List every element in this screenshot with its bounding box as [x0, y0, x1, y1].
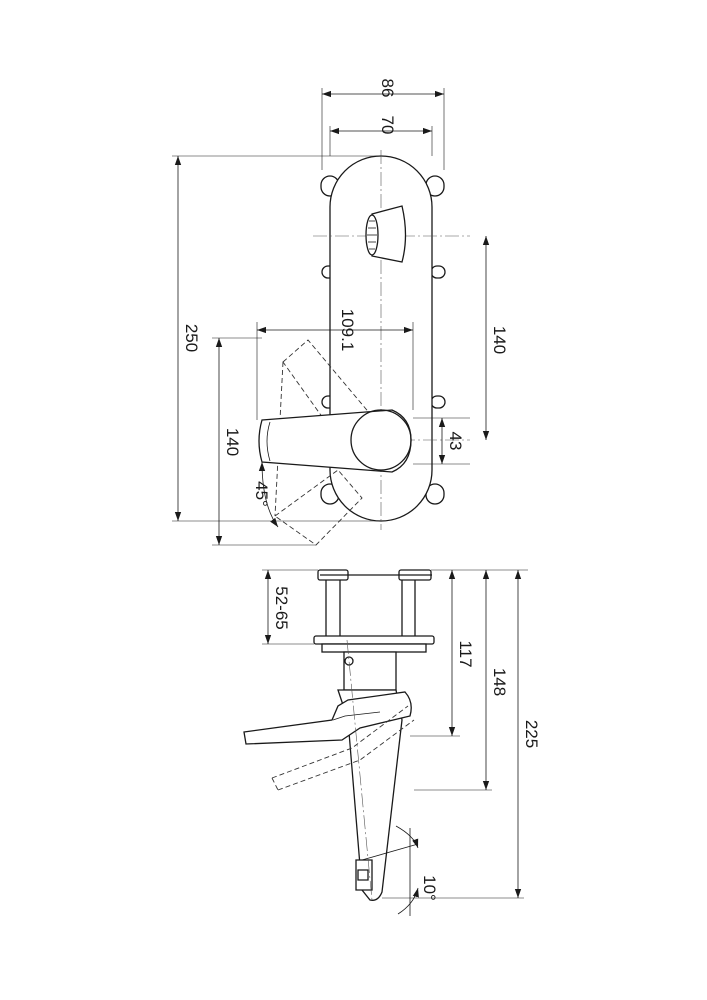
dimension-labels: 86 70 250 109.1 140 140 43 45° 52-65 117… [182, 79, 541, 901]
dim-label-225: 225 [522, 720, 541, 748]
angle-10 [361, 825, 419, 916]
dim-label-109: 109.1 [338, 309, 357, 352]
dim-arc-45 [258, 461, 279, 528]
top-view [172, 88, 490, 546]
dim-label-140-left: 140 [223, 428, 242, 456]
lever-side-rotated [271, 705, 415, 791]
dim-label-117: 117 [456, 640, 475, 667]
dim-label-70: 70 [378, 116, 397, 135]
dim-label-45: 45° [252, 481, 271, 507]
dim-label-148: 148 [490, 668, 509, 696]
dim-label-250: 250 [182, 324, 201, 352]
side-view [243, 569, 528, 916]
lever [258, 409, 412, 473]
spout-outlet [365, 205, 407, 263]
dim-label-140-right: 140 [490, 326, 509, 354]
lever-side [243, 691, 412, 745]
dim-label-10: 10° [420, 875, 439, 901]
dim-label-86: 86 [378, 79, 397, 98]
dim-label-43: 43 [446, 432, 465, 451]
dim-label-52-65: 52-65 [272, 586, 291, 629]
